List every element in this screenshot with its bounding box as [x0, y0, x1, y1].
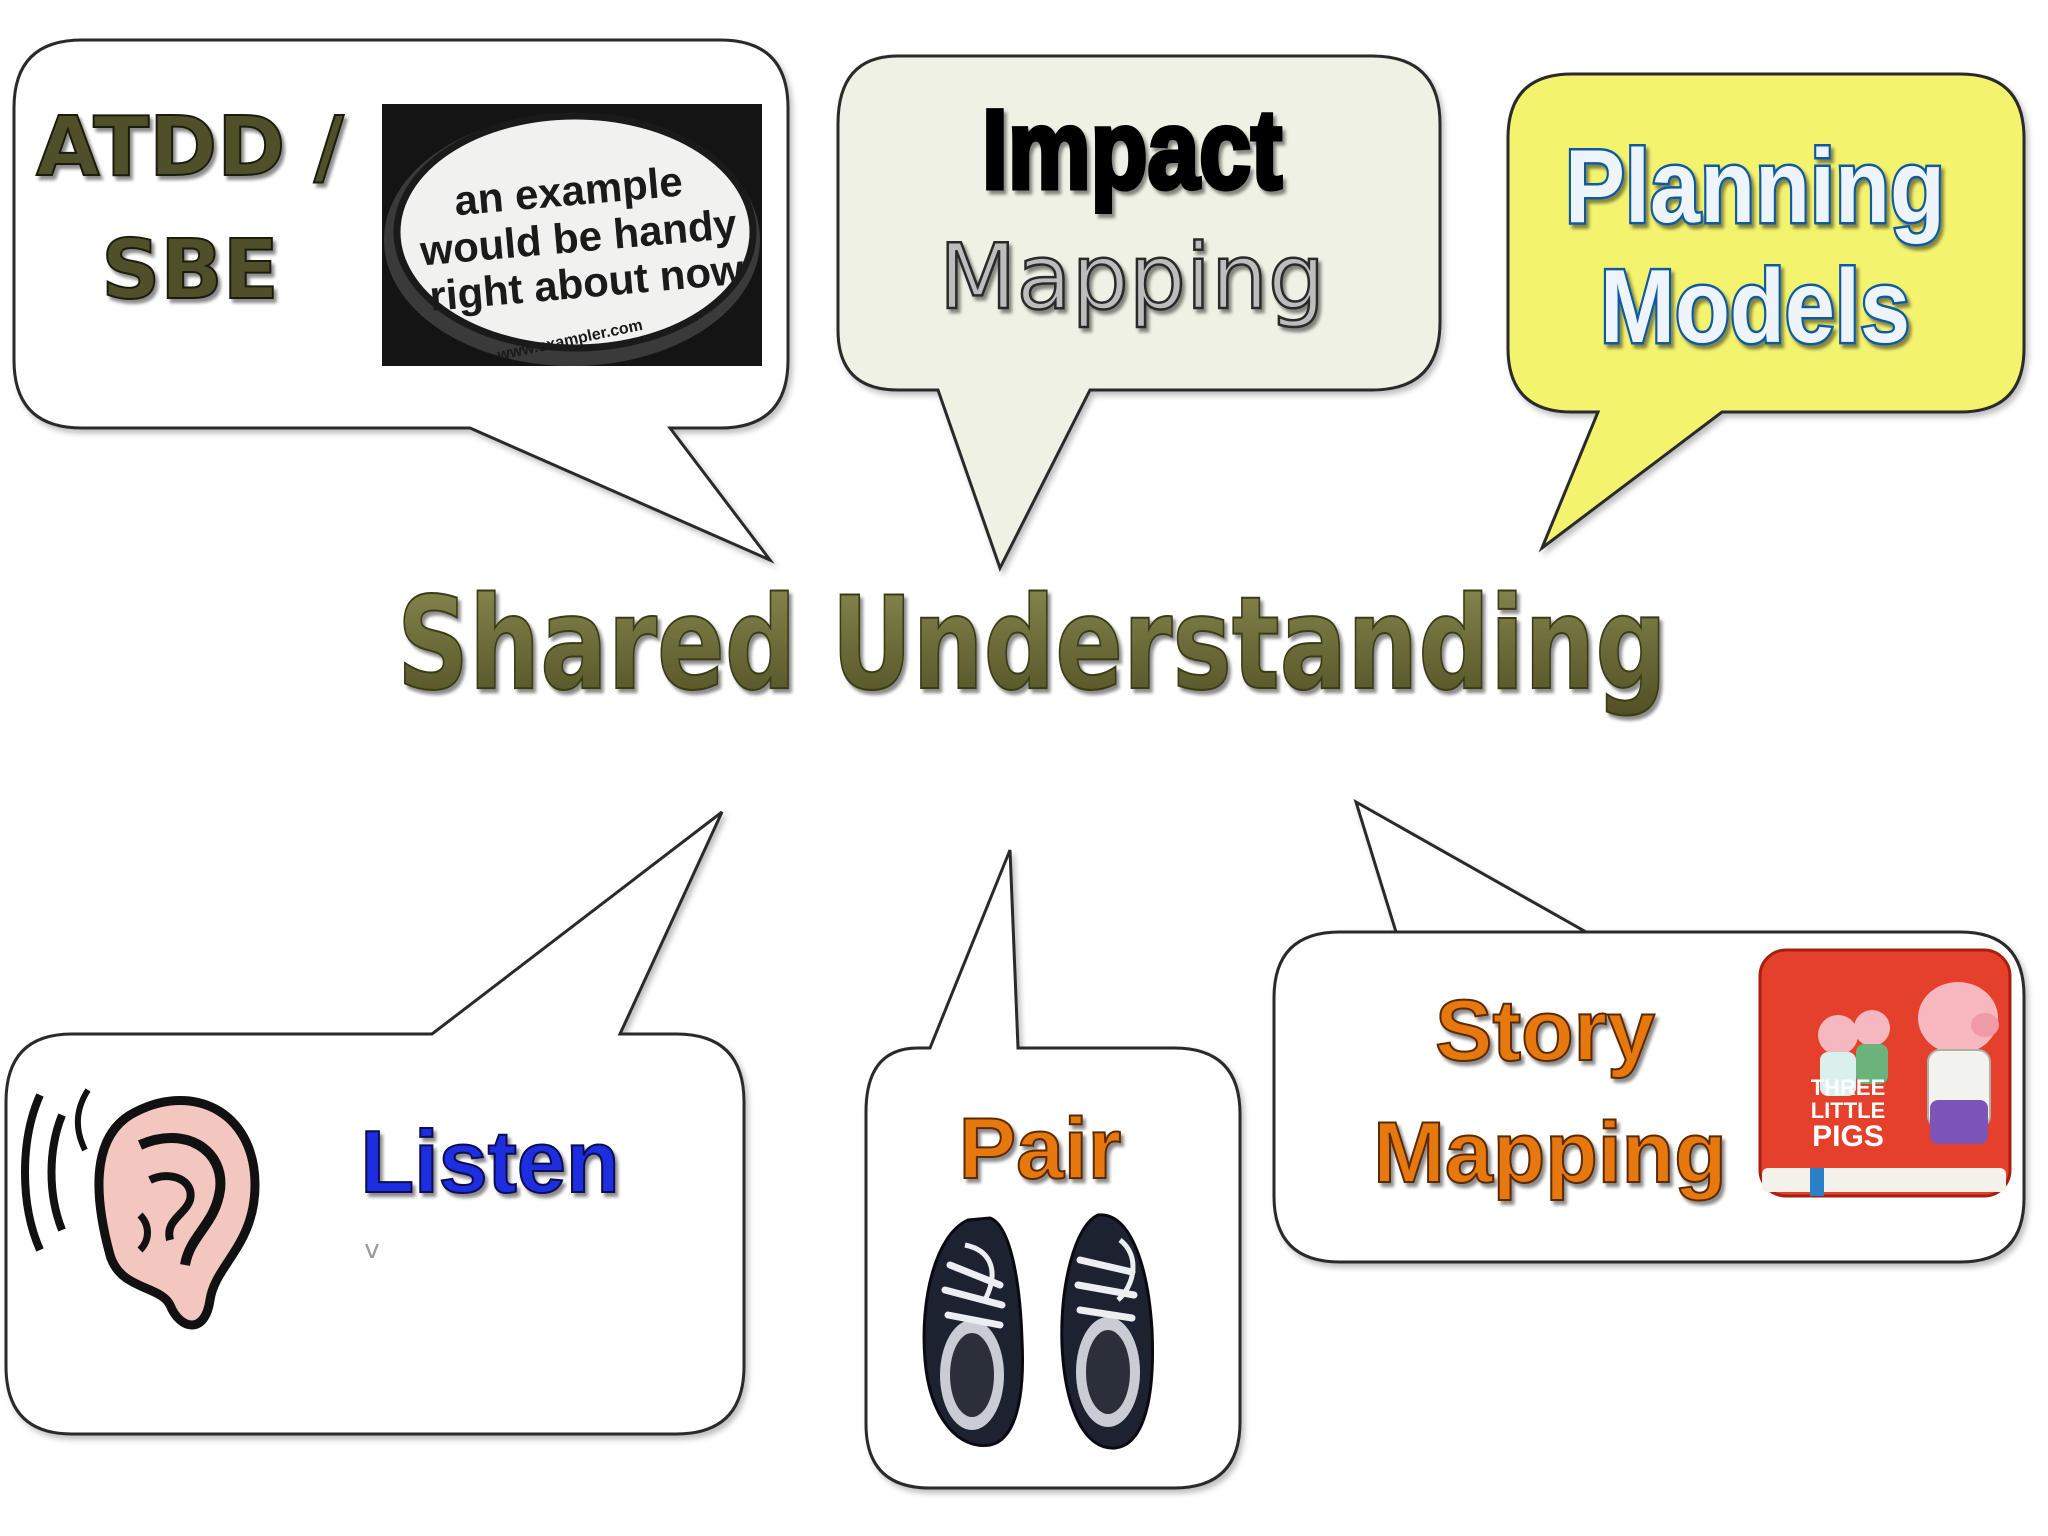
atdd-sbe-bubble: ATDD / SBE an example would be handy rig…	[12, 38, 790, 564]
story-title: Story	[1435, 983, 1655, 1079]
book-title-line-1: THREE	[1811, 1075, 1886, 1100]
impact-mapping-bubble: Impact Mapping	[836, 54, 1442, 572]
sneakers-icon	[922, 1213, 1154, 1450]
listen-label: Listen	[360, 1112, 619, 1211]
listen-bubble: Listen v	[4, 810, 746, 1436]
listen-mark: v	[364, 1235, 379, 1265]
example-sticker-photo: an example would be handy right about no…	[382, 104, 762, 366]
models-title: Models	[1600, 249, 1910, 365]
story-mapping-bubble: Story Mapping THREE LITTLE PIGS	[1272, 798, 2026, 1264]
three-little-pigs-book-icon: THREE LITTLE PIGS	[1758, 948, 2012, 1198]
planning-title: Planning	[1565, 129, 1945, 245]
book-title-line-3: PIGS	[1812, 1120, 1884, 1153]
mapping-subtitle: Mapping	[939, 225, 1325, 330]
sbe-title: SBE	[101, 223, 279, 318]
pair-bubble: Pair	[864, 849, 1242, 1490]
planning-models-bubble: Planning Models	[1506, 72, 2026, 553]
book-title-line-2: LITTLE	[1811, 1098, 1886, 1123]
impact-title: Impact	[982, 87, 1282, 212]
ear-icon	[21, 1088, 260, 1330]
pair-label: Pair	[959, 1101, 1122, 1197]
center-title: Shared Understanding	[397, 570, 1667, 719]
story-mapping-title: Mapping	[1373, 1105, 1727, 1201]
atdd-title: ATDD /	[36, 100, 344, 195]
